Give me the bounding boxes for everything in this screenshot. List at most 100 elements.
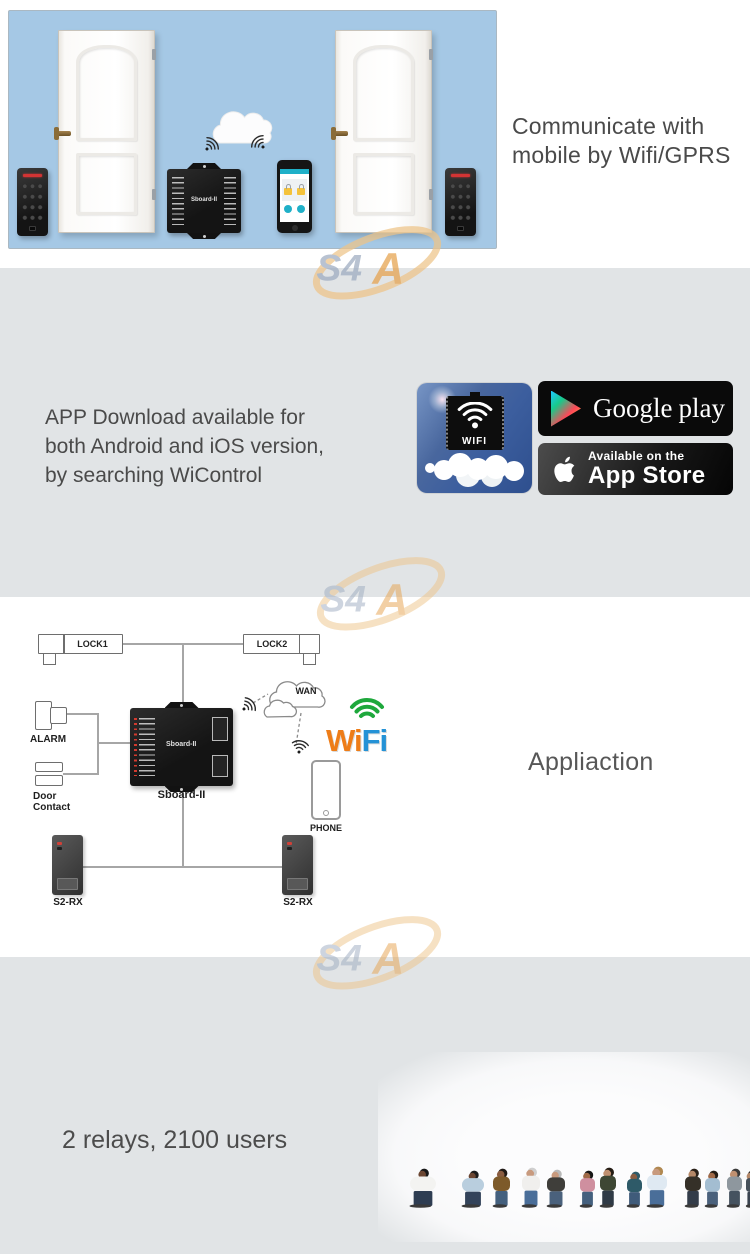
mounting-ear [187, 233, 221, 239]
connector-line [63, 773, 98, 775]
dashed-link [252, 693, 269, 704]
app-text-line1: APP Download available for [45, 406, 305, 429]
door-left-image [54, 30, 156, 233]
queue-person [546, 1169, 565, 1208]
hero-caption: Communicate with mobile by Wifi/GPRS [512, 112, 731, 169]
queue-photo-background [378, 1052, 750, 1242]
door-panel [353, 153, 414, 215]
queue-person [626, 1171, 642, 1208]
phone-home-button [291, 224, 298, 231]
reader-slot [57, 878, 78, 890]
keypad-foot [457, 226, 464, 231]
reader-led [57, 847, 62, 850]
door-panel [76, 45, 137, 141]
hero-caption-line1: Communicate with [512, 113, 705, 139]
terminal-block [212, 717, 228, 741]
google-play-icon [551, 390, 581, 427]
keypad-reader-left [17, 168, 48, 236]
queue-person [409, 1168, 436, 1208]
reader-led [287, 847, 292, 850]
door-hinge [429, 189, 433, 200]
keypad-keys [449, 181, 472, 223]
phone-app-header [280, 169, 309, 174]
app-store-tagline: Available on the [588, 449, 685, 463]
wan-label: WAN [295, 686, 317, 696]
keypad-foot [29, 226, 36, 231]
padlock-icon [284, 184, 292, 195]
s2rx-reader-right [282, 835, 313, 895]
reader-led [57, 842, 62, 845]
lock2-device: LOCK2 [243, 634, 320, 654]
diagram-caption: Appliaction [528, 748, 654, 776]
phone-lock-card [282, 179, 307, 201]
keypad-led [451, 174, 470, 177]
wifi-arcs-icon [457, 402, 492, 429]
lock2-bracket [303, 653, 316, 665]
door-hinge [152, 49, 156, 60]
phone-screen [280, 169, 309, 222]
clouds-graphic [425, 463, 435, 473]
smartphone-image [277, 160, 312, 233]
google-play-suffix: play [678, 393, 725, 423]
door-panel [76, 153, 137, 215]
door-panel [353, 45, 414, 141]
apple-icon [554, 456, 575, 482]
queue-person [704, 1170, 720, 1208]
lock-divider [63, 635, 65, 653]
lock1-bracket [43, 653, 56, 665]
cloud-icon [205, 111, 273, 151]
door-handle [54, 127, 71, 140]
connector-line [97, 742, 130, 744]
queue-person [461, 1170, 484, 1208]
sboard-controller-box: Sboard-II [130, 702, 233, 792]
mounting-ear [187, 163, 221, 169]
app-store-badge: Available on the App Store [538, 443, 733, 495]
terminal-strip [139, 718, 155, 776]
wifi-label: WIFI [461, 436, 488, 447]
hero-caption-line2: mobile by Wifi/GPRS [512, 141, 731, 168]
keypad-reader-right [445, 168, 476, 236]
connector-line [123, 643, 245, 645]
door-hinge [152, 189, 156, 200]
lock1-device: LOCK1 [38, 634, 123, 654]
door-contact-label: Door Contact [33, 791, 71, 813]
capacity-caption: 2 relays, 2100 users [62, 1126, 288, 1154]
alarm-device-horn [50, 707, 67, 724]
phone-outline-icon [311, 760, 341, 820]
phone-home-button [323, 810, 329, 816]
queue-person [684, 1168, 701, 1208]
app-store-name: App Store [588, 462, 706, 489]
lock2-label: LOCK2 [256, 639, 288, 649]
wifi-signal-icon [205, 136, 220, 151]
app-text-line3: by searching WiControl [45, 464, 263, 487]
reader-label-right: S2-RX [283, 897, 313, 908]
alarm-label: ALARM [30, 734, 67, 745]
queue-person [521, 1167, 540, 1208]
google-play-name: Google [593, 393, 673, 423]
queue-person [745, 1171, 750, 1208]
door-handle [331, 127, 348, 140]
connector-line [182, 786, 184, 868]
wifi-board-icon: WIFI [445, 392, 504, 450]
terminal-strip [224, 177, 236, 225]
mounting-ear [164, 786, 199, 792]
phone-unlock-buttons [280, 205, 309, 213]
queue-person [492, 1168, 510, 1208]
lock-divider [298, 635, 300, 653]
board-label: Sboard-II [166, 741, 197, 748]
connector-line [182, 643, 184, 708]
door-contact-device [35, 775, 63, 786]
app-text-line2: both Android and iOS version, [45, 435, 325, 458]
door-hinge [429, 49, 433, 60]
mounting-ear [164, 702, 199, 708]
wifi-logo-arcs [350, 697, 384, 718]
connector-line [97, 713, 99, 775]
wifi-logo-text: WiFi [326, 723, 388, 758]
led-column [134, 718, 137, 776]
door-contact-device [35, 762, 63, 772]
keypad-keys [21, 181, 44, 223]
app-store-text: Available on the App Store [588, 450, 705, 488]
